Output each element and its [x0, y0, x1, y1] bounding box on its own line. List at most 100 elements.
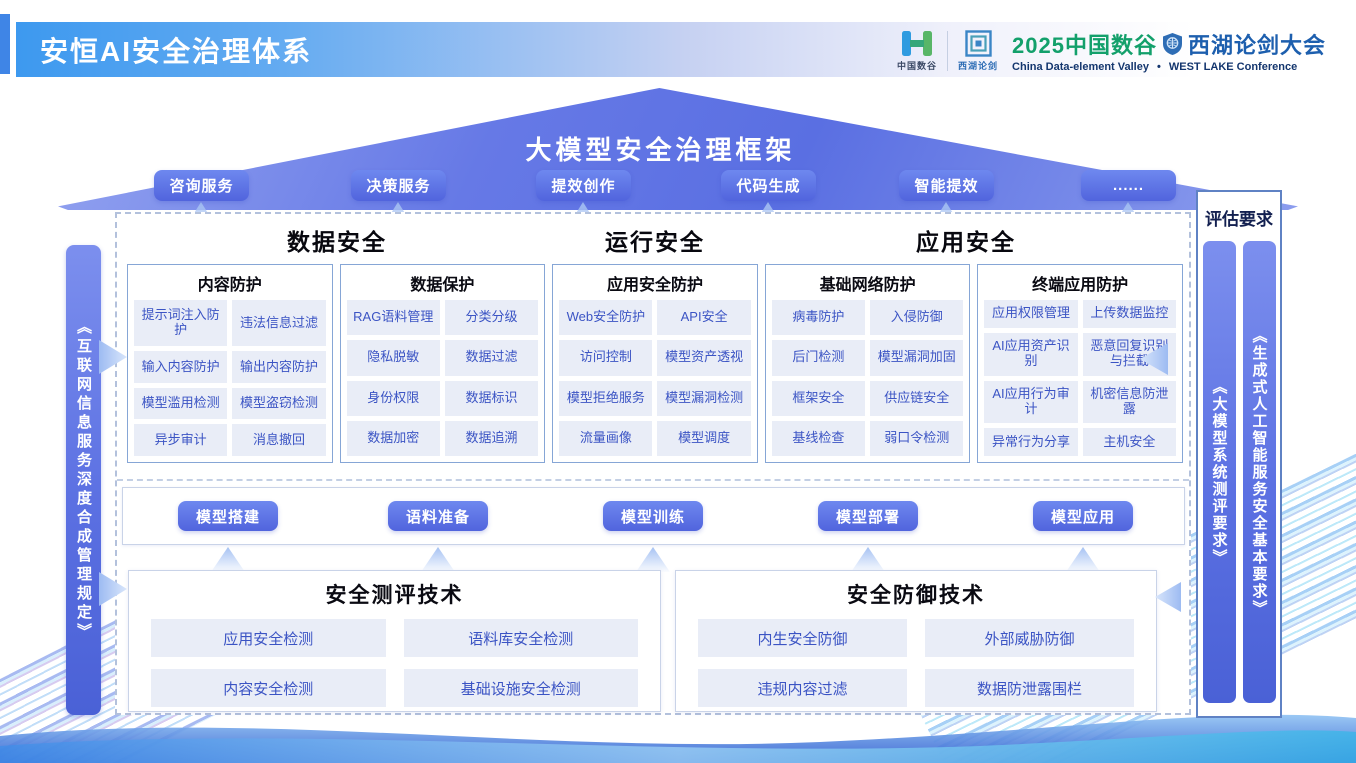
capability-chip: 隐私脱敏	[346, 340, 440, 376]
column-content-protection: 内容防护 提示词注入防护 违法信息过滤 输入内容防护 输出内容防护 模型滥用检测…	[127, 264, 333, 463]
valley-logo-label: 中国数谷	[897, 60, 938, 71]
capability-chip: 模型漏洞加固	[870, 340, 964, 376]
column-title: 终端应用防护	[1032, 277, 1129, 294]
column-title: 内容防护	[197, 277, 262, 294]
header-accent-bar	[0, 14, 10, 74]
capability-chip: 上传数据监控	[1082, 300, 1176, 328]
security-defense-box: 安全防御技术 内生安全防御 外部威胁防御 违规内容过滤 数据防泄露围栏	[675, 570, 1157, 712]
pipeline-button-model-build: 模型搭建	[178, 501, 278, 531]
column-title: 应用安全防护	[606, 277, 703, 294]
capability-chip: 异步审计	[134, 424, 228, 456]
capability-chip: 基线检查	[771, 420, 866, 456]
capability-chip: 框架安全	[771, 380, 866, 416]
capability-chip: 主机安全	[1082, 428, 1176, 456]
tech-box-title: 安全测评技术	[325, 584, 464, 607]
capability-chip: 数据追溯	[444, 420, 539, 456]
section-title-data-security: 数据安全	[287, 229, 387, 255]
capability-chip: AI应用行为审计	[984, 380, 1078, 424]
capability-chip: 消息撤回	[232, 424, 326, 456]
capability-chip: Web安全防护	[559, 300, 653, 336]
shield-icon	[1162, 33, 1182, 55]
eval-bar-genai-basic: 《生成式人工智能服务安全基本要求》	[1242, 241, 1276, 703]
event-subtitle-separator: •	[1156, 61, 1161, 73]
pipeline-button-model-deploy: 模型部署	[818, 501, 918, 531]
tech-chip: 违规内容过滤	[698, 669, 907, 707]
left-policy-bar: 《互联网信息服务深度合成管理规定》	[66, 245, 101, 715]
tech-chip: 应用安全检测	[151, 619, 386, 657]
service-button-consulting: 咨询服务	[154, 170, 249, 201]
tech-box-title: 安全防御技术	[847, 584, 985, 607]
column-title: 基础网络防护	[819, 277, 916, 294]
service-button-codegen: 代码生成	[721, 170, 816, 201]
capability-chip: 身份权限	[346, 380, 440, 416]
capability-chip: 应用权限管理	[984, 300, 1078, 328]
column-app-security-protection: 应用安全防护 Web安全防护 API安全 访问控制 模型资产透视 模型拒绝服务 …	[552, 264, 758, 463]
evaluation-panel-title: 评估要求	[1205, 210, 1273, 229]
section-title-runtime-security: 运行安全	[605, 229, 705, 255]
capability-chip: 数据加密	[346, 420, 440, 456]
evaluation-panel: 评估要求 《大模型系统测评要求》 《生成式人工智能服务安全基本要求》	[1196, 190, 1282, 718]
event-title-block: 2025中国数谷 西湖论剑大会 China Data-element Valle…	[1012, 28, 1326, 73]
event-subtitle: China Data-element Valley • WEST LAKE Co…	[1012, 61, 1326, 73]
capability-chip: 机密信息防泄露	[1082, 380, 1176, 424]
capability-chip: AI应用资产识别	[984, 332, 1078, 376]
capability-chip: 模型滥用检测	[134, 387, 228, 420]
header-bar: 安恒AI安全治理体系	[16, 22, 1356, 77]
event-subtitle-left: China Data-element Valley	[1012, 61, 1149, 73]
protection-columns: 内容防护 提示词注入防护 违法信息过滤 输入内容防护 输出内容防护 模型滥用检测…	[127, 264, 1183, 463]
tech-chip: 数据防泄露围栏	[925, 669, 1134, 707]
section-title-application-security: 应用安全	[916, 229, 1016, 255]
capability-chip: 模型调度	[657, 420, 751, 456]
seal-logo: 西湖论剑	[958, 29, 999, 72]
capability-chip: 分类分级	[444, 300, 539, 336]
capability-chip: 后门检测	[771, 340, 866, 376]
valley-logo: 中国数谷	[897, 30, 937, 72]
eval-bar-text: 《大模型系统测评要求》	[1210, 378, 1228, 566]
column-data-protection: 数据保护 RAG语料管理 分类分级 隐私脱敏 数据过滤 身份权限 数据标识 数据…	[339, 264, 546, 463]
eval-bar-model-system: 《大模型系统测评要求》	[1202, 241, 1236, 703]
column-network-protection: 基础网络防护 病毒防护 入侵防御 后门检测 模型漏洞加固 框架安全 供应链安全 …	[764, 264, 971, 463]
capability-chip: 模型资产透视	[657, 340, 751, 376]
security-testing-box: 安全测评技术 应用安全检测 语料库安全检测 内容安全检测 基础设施安全检测	[128, 570, 661, 712]
logo-divider	[947, 30, 949, 71]
tech-chip: 外部威胁防御	[925, 619, 1134, 657]
capability-chip: 入侵防御	[870, 300, 964, 336]
pipeline-button-model-training: 模型训练	[603, 501, 703, 531]
capability-chip: 供应链安全	[870, 380, 964, 416]
capability-chip: 访问控制	[559, 340, 653, 376]
framework-title: 大模型安全治理框架	[525, 135, 796, 165]
tech-chip: 内容安全检测	[151, 669, 386, 707]
tech-chip: 基础设施安全检测	[403, 669, 638, 707]
capability-chip: 模型拒绝服务	[559, 380, 653, 416]
event-subtitle-right: WEST LAKE Conference	[1168, 61, 1298, 73]
capability-chip: 病毒防护	[771, 300, 866, 336]
seal-icon	[964, 29, 992, 57]
capability-chip: 输出内容防护	[232, 351, 326, 383]
service-button-decision: 决策服务	[351, 170, 446, 201]
eval-bar-text: 《生成式人工智能服务安全基本要求》	[1250, 327, 1268, 617]
page-title: 安恒AI安全治理体系	[40, 35, 313, 67]
pipeline-button-corpus-prep: 语料准备	[388, 501, 488, 531]
capability-chip: 数据标识	[444, 380, 539, 416]
service-button-creation: 提效创作	[536, 170, 631, 201]
capability-chip: 模型盗窃检测	[232, 387, 326, 420]
left-policy-text: 《互联网信息服务深度合成管理规定》	[75, 318, 92, 642]
capability-chip: 输入内容防护	[134, 351, 228, 383]
capability-chip: 异常行为分享	[984, 428, 1078, 456]
capability-chip: API安全	[657, 300, 751, 336]
event-title-green: 2025中国数谷	[1012, 33, 1157, 58]
event-title-blue: 西湖论剑大会	[1187, 33, 1326, 58]
capability-chip: 模型漏洞检测	[657, 380, 751, 416]
pipeline-button-model-apply: 模型应用	[1033, 501, 1133, 531]
valley-monogram-icon	[902, 30, 932, 56]
capability-chip: 数据过滤	[444, 340, 539, 376]
capability-chip: 弱口令检测	[870, 420, 964, 456]
seal-logo-label: 西湖论剑	[958, 60, 999, 71]
capability-chip: 提示词注入防护	[134, 300, 228, 347]
capability-chip: RAG语料管理	[346, 300, 440, 336]
event-logos: 中国数谷 西湖论剑 2025中国数谷 西湖论剑大会 China	[897, 28, 1326, 73]
column-title: 数据保护	[410, 277, 475, 294]
capability-chip: 流量画像	[559, 420, 653, 456]
tech-chip: 内生安全防御	[698, 619, 907, 657]
